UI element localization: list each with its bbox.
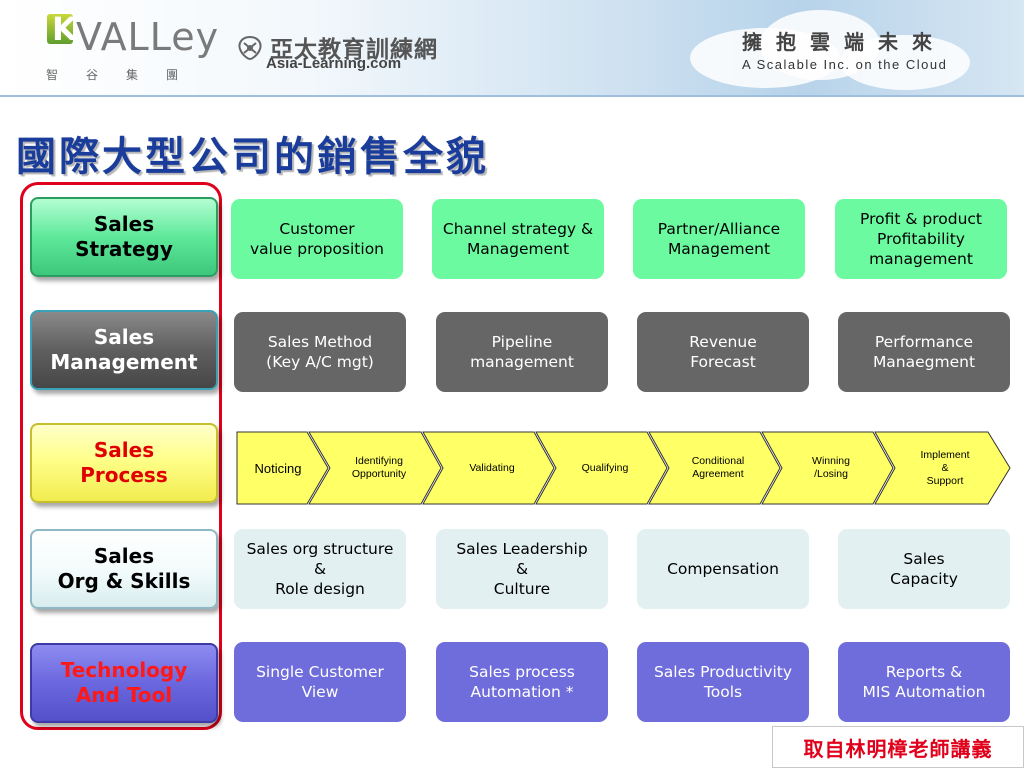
category-sales-management: Sales Management	[30, 310, 218, 390]
process-step-label: Implement & Support	[896, 431, 994, 505]
process-step-label: Identifying Opportunity	[331, 431, 427, 505]
category-sales-strategy: Sales Strategy	[30, 197, 218, 277]
management-item: Revenue Forecast	[637, 312, 809, 392]
valley-logo-subtitle: 智谷集團	[46, 66, 206, 83]
process-step-label: Qualifying	[557, 431, 653, 505]
category-technology-tool: Technology And Tool	[30, 643, 218, 723]
management-item: Performance Manaegment	[838, 312, 1010, 392]
technology-item: Single Customer View	[234, 642, 406, 722]
strategy-item: Channel strategy & Management	[432, 199, 604, 279]
org-skills-item: Compensation	[637, 529, 809, 609]
org-skills-item: Sales org structure & Role design	[234, 529, 406, 609]
page-title: 國際大型公司的銷售全貌	[16, 124, 489, 182]
management-item: Pipeline management	[436, 312, 608, 392]
valley-logo-text: VALLey	[76, 15, 219, 59]
technology-item: Reports & MIS Automation	[838, 642, 1010, 722]
strategy-item: Customer value proposition	[231, 199, 403, 279]
process-step-label: Validating	[444, 431, 540, 505]
category-sales-process: Sales Process	[30, 423, 218, 503]
asia-learning-url: Asia-Learning.com	[266, 55, 401, 72]
slogan-english: A Scalable Inc. on the Cloud	[742, 57, 947, 72]
strategy-item: Profit & product Profitability managemen…	[835, 199, 1007, 279]
strategy-item: Partner/Alliance Management	[633, 199, 805, 279]
source-credit: 取自林明樟老師講義	[772, 726, 1024, 768]
header-banner: K VALLey 智谷集團 亞太教育訓練網 Asia-Learning.com …	[0, 0, 1024, 97]
process-step-label: Conditional Agreement	[670, 431, 766, 505]
technology-item: Sales Productivity Tools	[637, 642, 809, 722]
sales-process-flow: Noticing Identifying Opportunity Validat…	[236, 431, 1012, 505]
slogan-chinese: 擁抱雲端未來	[742, 26, 946, 55]
technology-item: Sales process Automation *	[436, 642, 608, 722]
management-item: Sales Method (Key A/C mgt)	[234, 312, 406, 392]
org-skills-item: Sales Leadership & Culture	[436, 529, 608, 609]
category-sales-org-skills: Sales Org & Skills	[30, 529, 218, 609]
asia-learning-logo-icon	[234, 33, 266, 63]
valley-logo-mark: K	[52, 10, 77, 48]
process-step-label: Winning /Losing	[783, 431, 879, 505]
org-skills-item: Sales Capacity	[838, 529, 1010, 609]
process-step-label: Noticing	[242, 431, 314, 505]
